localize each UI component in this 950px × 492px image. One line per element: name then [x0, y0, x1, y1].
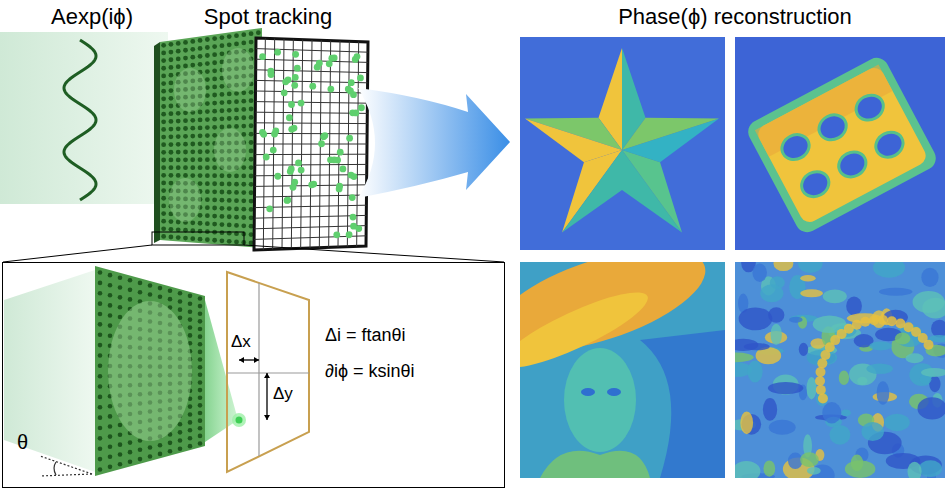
lens-zone [108, 301, 192, 441]
angle-tilt-line [40, 456, 92, 474]
metasurface-side [154, 42, 160, 243]
displacement-label: Δx [231, 332, 251, 352]
sensor-panel [254, 38, 368, 250]
panel-heading: Phase(ϕ) reconstruction [618, 4, 852, 30]
crosshair [227, 372, 309, 373]
angle-arc [54, 462, 56, 475]
phase-map [520, 37, 725, 250]
focal-spot [236, 416, 243, 423]
focal-spots [259, 49, 365, 238]
metasurface-panel [160, 28, 262, 248]
phase-map [735, 37, 945, 250]
zoom-region [152, 232, 244, 245]
inset-panel: θ Δi = ftanθi ∂iϕ = ksinθi ΔxΔy [2, 262, 505, 488]
zoom-leader [3, 245, 152, 262]
angle-ref-line [40, 474, 92, 476]
phase-map [735, 262, 945, 478]
focal-spot-glow [232, 413, 246, 427]
input-beam [0, 32, 168, 204]
equation: Δi = ftanθi [325, 325, 406, 346]
sensor-grid [254, 38, 368, 249]
inset-metasurface [95, 266, 205, 476]
equation: ∂iϕ = ksinθi [325, 361, 415, 382]
inset-nanopillars [98, 270, 203, 472]
wavefront-curve [64, 40, 96, 200]
zoom-leader [244, 245, 504, 262]
displacement-arrow [264, 373, 270, 420]
lens-highlight [214, 128, 246, 172]
lens-highlight [169, 178, 201, 222]
phase-map [520, 262, 725, 478]
displacement-arrow [239, 357, 259, 363]
flow-arrow [358, 88, 510, 198]
metalens-dots [161, 30, 261, 246]
crosshair [258, 283, 259, 456]
panel-heading: Spot tracking [204, 4, 332, 30]
panel-heading: Aexp(iϕ) [51, 4, 133, 30]
trapezoid-shape [225, 270, 313, 476]
lens-highlight [222, 48, 254, 92]
displacement-label: Δy [273, 384, 293, 404]
inset-beam [4, 270, 95, 472]
angle-label: θ [17, 431, 28, 454]
lens-highlight [174, 68, 206, 112]
focal-plane-trapezoid: ΔxΔy [225, 270, 313, 476]
